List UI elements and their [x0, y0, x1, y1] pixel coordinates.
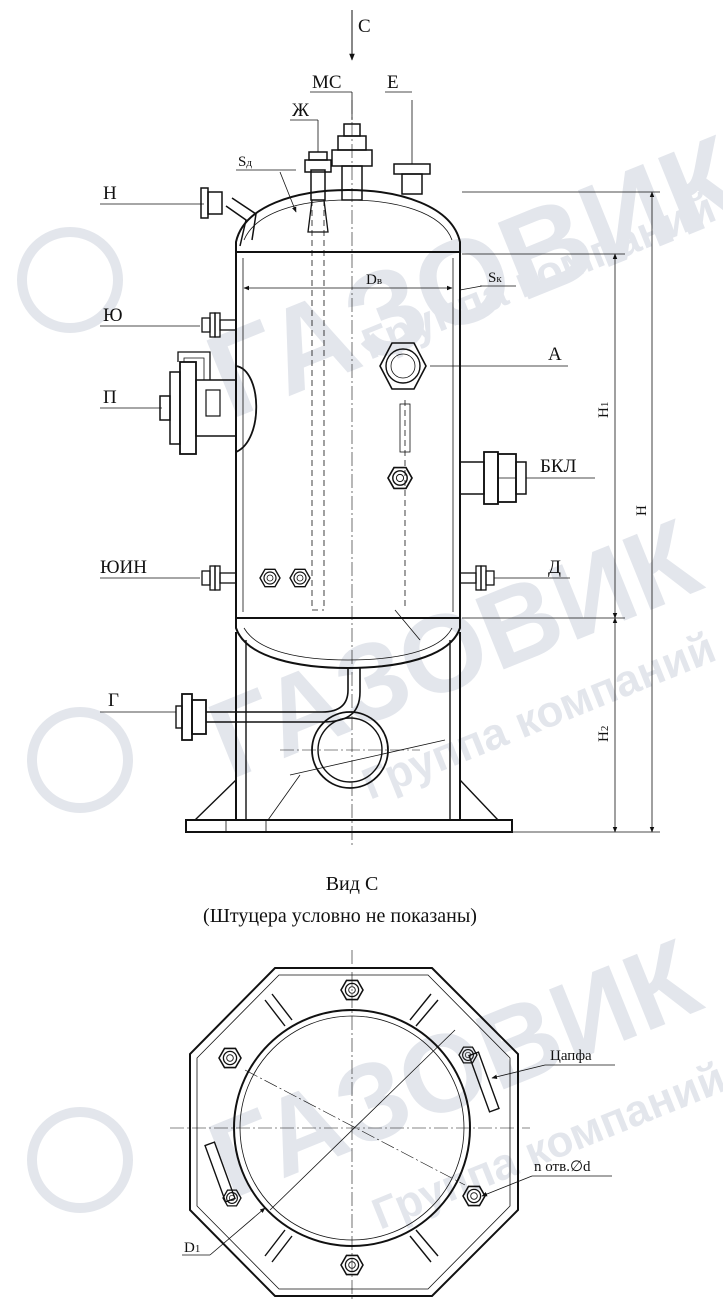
label-yu: Ю — [103, 305, 123, 326]
label-d-v: Dв — [366, 272, 382, 288]
label-g: Г — [108, 690, 119, 711]
main-view — [100, 10, 660, 848]
height-dimensions — [462, 191, 660, 833]
nozzle-yuin — [201, 565, 311, 591]
nozzle-e — [393, 100, 431, 195]
watermark-word-1: ГАЗОВИК — [190, 110, 723, 444]
label-s-k: Sк — [488, 270, 502, 286]
view-title: Вид С — [326, 873, 379, 895]
label-zh: Ж — [292, 100, 310, 121]
label-s-d: Sд — [238, 154, 252, 170]
bolt-hole-left-top — [218, 1047, 242, 1069]
callout-trunnion: Цапфа — [550, 1048, 592, 1064]
label-yuin: ЮИН — [100, 557, 147, 578]
label-p: П — [103, 387, 117, 408]
nozzle-a — [379, 342, 427, 390]
label-d: Д — [548, 557, 561, 578]
nozzle-mc — [331, 123, 373, 201]
trunnion-left — [204, 1141, 242, 1207]
label-n: Н — [103, 183, 117, 204]
trunnion-right — [458, 1046, 500, 1113]
label-d1: D1 — [184, 1240, 200, 1256]
leader-lines — [100, 10, 595, 713]
nozzle-n — [200, 187, 257, 247]
watermark-flame-icon — [17, 227, 133, 1213]
label-h: H — [634, 505, 650, 516]
label-e: Е — [387, 72, 399, 93]
label-h2: H2 — [596, 726, 612, 742]
label-mc: МС — [312, 72, 342, 93]
top-head — [235, 188, 461, 252]
label-bkl: БКЛ — [540, 456, 577, 477]
support-ribs — [264, 993, 439, 1263]
label-c: С — [358, 16, 371, 37]
support-skirt — [185, 632, 513, 833]
label-a: А — [548, 344, 562, 365]
view-note: (Штуцера условно не показаны) — [203, 905, 477, 927]
callout-holes: n отв.∅d — [534, 1159, 591, 1175]
nozzle-bkl — [459, 451, 527, 505]
label-h1: H1 — [596, 402, 612, 418]
base-ring-octagon — [189, 967, 519, 1297]
nozzle-g — [175, 668, 420, 789]
plan-view — [170, 950, 615, 1300]
